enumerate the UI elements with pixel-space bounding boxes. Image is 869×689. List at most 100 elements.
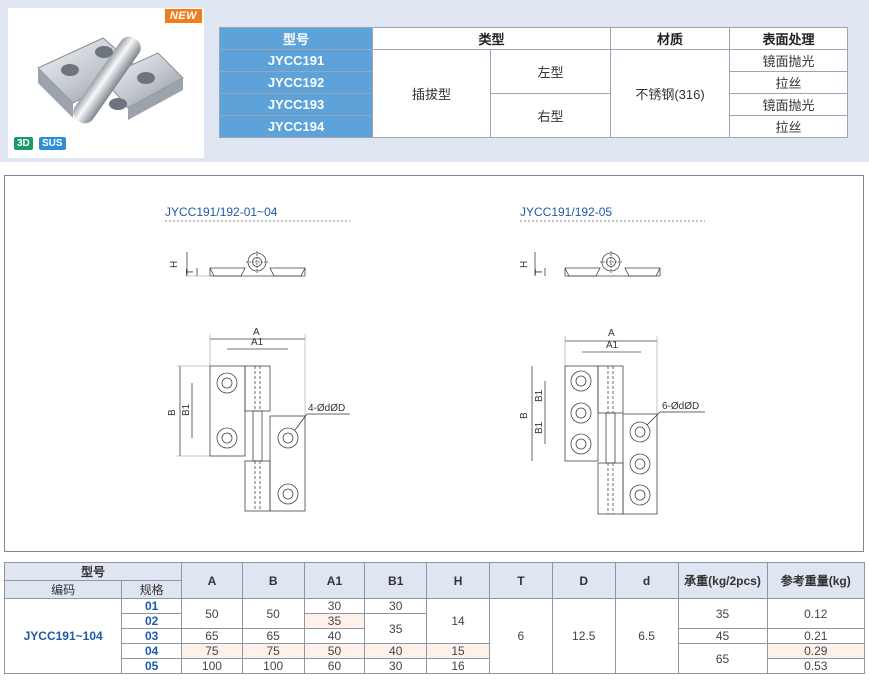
type-cell: 插拔型 <box>372 49 491 138</box>
header-d-large: D <box>551 562 616 599</box>
product-photo: NEW 3D <box>8 8 204 158</box>
spec-cell: 03 <box>121 628 183 644</box>
dim-a1: A1 <box>251 337 264 348</box>
cell-b: 50 <box>241 598 305 629</box>
table-row: JYCC191~104 01 50 50 30 30 14 6 12.5 6.5… <box>3 598 866 674</box>
cell-a1: 50 <box>303 643 366 659</box>
cell-h: 16 <box>426 658 490 674</box>
cell-a1: 35 <box>303 613 366 629</box>
model-cell: JYCC194 <box>219 115 373 138</box>
sus-badge: SUS <box>39 137 66 150</box>
3d-badge: 3D <box>14 137 33 150</box>
type-table: 型号 类型 材质 表面处理 JYCC191 插拔型 左型 不锈钢(316) 镜面… <box>219 27 848 138</box>
new-badge: NEW <box>164 9 202 23</box>
spec-cell: 05 <box>121 658 183 674</box>
right-side-view: H T <box>519 251 661 277</box>
header-b: B <box>241 562 305 599</box>
header-h: H <box>426 562 490 599</box>
cell-load: 45 <box>677 628 768 644</box>
cell-weight: 0.21 <box>766 628 866 644</box>
header-weight: 参考重量(kg) <box>766 562 866 599</box>
cell-weight: 0.53 <box>766 658 866 674</box>
subtype-left: 左型 <box>490 49 611 94</box>
cell-h: 14 <box>426 598 490 644</box>
cell-a: 50 <box>181 598 243 629</box>
dim-b: B <box>519 412 530 419</box>
cell-load: 35 <box>677 598 768 629</box>
left-drawing-title: JYCC191/192-01~04 <box>165 205 278 219</box>
cell-b: 100 <box>241 658 305 674</box>
material-cell: 不锈钢(316) <box>610 49 730 138</box>
cell-d-small: 6.5 <box>614 598 679 674</box>
product-header: NEW 3D <box>0 0 869 162</box>
cell-b: 75 <box>241 643 305 659</box>
left-front-view: A A1 B B1 4-ØdØD <box>167 327 350 512</box>
left-side-view: H T <box>169 251 306 277</box>
finish-cell: 镜面抛光 <box>729 93 848 116</box>
table-row: 04 75 75 50 40 15 65 0.29 <box>5 643 866 674</box>
header-material: 材质 <box>610 27 730 50</box>
finish-cell: 拉丝 <box>729 71 848 94</box>
right-hole-note: 6-ØdØD <box>662 401 699 412</box>
dim-t: T <box>185 269 196 275</box>
header-model: 型号 <box>219 27 373 50</box>
model-cell: JYCC193 <box>219 93 373 116</box>
cell-a1: 40 <box>303 628 366 644</box>
left-hole-note: 4-ØdØD <box>308 403 345 414</box>
header-spec: 规格 <box>121 580 183 599</box>
table-row: 03 65 65 40 45 0.21 <box>5 628 866 644</box>
dim-a: A <box>608 328 615 339</box>
header-t: T <box>488 562 553 599</box>
dim-h: H <box>519 261 530 268</box>
model-code: JYCC191~104 <box>3 598 123 674</box>
cell-weight: 0.29 <box>766 643 866 659</box>
cell-load: 65 <box>677 643 768 674</box>
header-model-group: 型号 <box>3 562 183 581</box>
dim-b1: B1 <box>181 403 192 416</box>
header-b1: B1 <box>364 562 428 599</box>
dim-a1: A1 <box>606 340 619 351</box>
cell-a: 100 <box>181 658 243 674</box>
dim-h: H <box>169 261 180 268</box>
cell-b: 65 <box>241 628 305 644</box>
hinge-photo-icon <box>37 36 184 124</box>
spec-table: 型号 A B A1 B1 H T D d 承重(kg/2pcs) 参考重量(kg… <box>3 562 866 674</box>
header-a1: A1 <box>303 562 366 599</box>
model-cell: JYCC192 <box>219 71 373 94</box>
header-load: 承重(kg/2pcs) <box>677 562 768 599</box>
spec-cell: 02 <box>121 613 183 629</box>
cell-weight: 0.12 <box>766 598 866 629</box>
table-row: 05 100 100 60 30 16 0.53 <box>5 658 866 674</box>
table-row: 02 35 35 <box>5 613 865 644</box>
finish-cell: 镜面抛光 <box>729 49 848 72</box>
cell-b1: 35 <box>364 613 428 644</box>
cell-a1: 30 <box>303 598 366 614</box>
cell-b1: 30 <box>364 658 428 674</box>
header-type: 类型 <box>372 27 611 50</box>
model-cell: JYCC191 <box>219 49 373 72</box>
cell-a1: 60 <box>303 658 366 674</box>
subtype-right: 右型 <box>490 93 611 138</box>
cell-a: 75 <box>181 643 243 659</box>
cell-t: 6 <box>488 598 553 674</box>
cell-a: 65 <box>181 628 243 644</box>
header-a: A <box>181 562 243 599</box>
header-finish: 表面处理 <box>729 27 848 50</box>
dim-b1: B1 <box>534 421 545 434</box>
spec-cell: 01 <box>121 598 183 614</box>
dim-b1: B1 <box>534 389 545 402</box>
header-d-small: d <box>614 562 679 599</box>
dim-b: B <box>167 409 178 416</box>
header-code: 编码 <box>3 580 123 599</box>
cell-d-large: 12.5 <box>551 598 616 674</box>
right-drawing-title: JYCC191/192-05 <box>520 205 612 219</box>
cell-h: 15 <box>426 643 490 659</box>
dim-t: T <box>534 269 545 275</box>
technical-drawing: JYCC191/192-01~04 JYCC191/192-05 H T <box>4 175 864 552</box>
dim-a: A <box>253 327 260 338</box>
right-front-view: A A1 B B1 B1 <box>519 328 705 515</box>
cell-b1: 40 <box>364 643 428 659</box>
finish-cell: 拉丝 <box>729 115 848 138</box>
cell-b1: 30 <box>364 598 428 614</box>
spec-cell: 04 <box>121 643 183 659</box>
